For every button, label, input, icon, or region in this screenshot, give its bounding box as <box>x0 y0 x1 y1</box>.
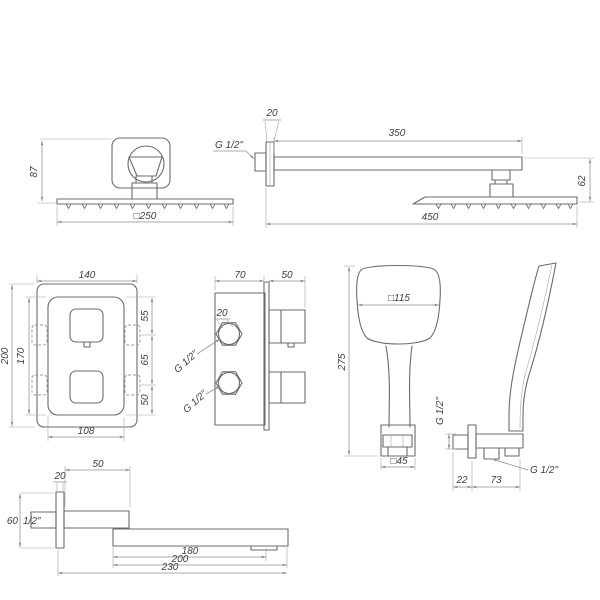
view-handshower-side-outlet: 22 73 G 1/2" G 1/2" <box>435 262 558 491</box>
dimension-spout-lengths: 180 200 230 <box>57 546 288 576</box>
part-handshower-side-blade <box>508 262 557 432</box>
dim-head-height-label: 87 <box>29 166 40 178</box>
view-shower-arm-side: G 1/2" 20 350 <box>213 108 594 228</box>
mixer-knob-top <box>69 308 104 343</box>
view-mixer-front: 140 200 170 108 55 <box>0 270 156 441</box>
thread-label-mixer-bottom: G 1/2" <box>181 385 221 416</box>
spout-thread-label: 1/2" <box>23 516 41 527</box>
spout-threaded-nipple <box>30 511 57 529</box>
part-head-side-plate <box>412 196 578 210</box>
part-handshower-holder <box>380 424 416 457</box>
dim-mixer-seg-bottom-label: 50 <box>140 394 151 406</box>
dimension-mixer-plate-height: 200 <box>0 283 35 428</box>
dim-arm-length-label: 350 <box>389 128 406 139</box>
dimension-arm-flange: 20 <box>263 108 281 142</box>
dim-outlet-offset-b-label: 73 <box>490 475 502 486</box>
dimension-head-height: 87 <box>29 138 112 204</box>
part-ceiling-bracket <box>111 137 171 200</box>
dimension-mixer-width: 140 <box>36 270 138 283</box>
view-spout-side: 50 20 60 1/2" 180 200 230 <box>7 459 289 576</box>
view-overhead-shower-front: 87 □250 <box>29 137 234 226</box>
part-handshower-head: □115 <box>356 265 441 345</box>
dim-arm-flange-label: 20 <box>265 108 278 119</box>
dimension-mixer-bottom-width: 108 <box>47 417 125 441</box>
dimension-spout-flange: 20 <box>53 471 67 491</box>
outlet-thread-hose-label: G 1/2" <box>530 465 558 476</box>
mixer-thread-bottom-label: G 1/2" <box>181 388 210 415</box>
part-mixer-plate <box>31 283 141 428</box>
hex-connector-bottom <box>215 371 243 395</box>
dim-handshower-head-width-label: □115 <box>388 293 410 304</box>
dim-handshower-height-label: 275 <box>337 353 348 371</box>
dimension-head-width: □250 <box>56 206 234 226</box>
thread-label-mixer-top: G 1/2" <box>172 338 221 376</box>
dimension-arm-overall: 450 <box>265 188 578 228</box>
dimension-spout-height: 60 1/2" <box>7 492 54 549</box>
part-mixer-body <box>214 281 306 431</box>
dimension-head-offset: 62 <box>524 157 594 203</box>
dim-mixer-handle-depth-label: 50 <box>281 270 293 281</box>
dim-spout-height-label: 60 <box>7 516 19 527</box>
dim-head-offset-label: 62 <box>577 175 588 187</box>
dim-mixer-seg-top-label: 55 <box>140 310 151 322</box>
dim-mixer-seg-mid-label: 65 <box>140 354 151 366</box>
dimension-spout-top-depth: 50 <box>64 459 131 507</box>
part-arm-wall-connector <box>254 141 275 187</box>
part-handshower-handle <box>385 345 413 428</box>
part-wall-outlet-elbow <box>452 424 524 460</box>
dim-mixer-bottom-width-label: 108 <box>78 426 95 437</box>
dim-mixer-plate-height-label: 200 <box>0 347 11 365</box>
mixer-thread-top-label: G 1/2" <box>172 348 201 375</box>
hex-connector-top <box>215 322 243 346</box>
mixer-knob-bottom <box>69 370 104 404</box>
dim-head-width-label: □250 <box>134 211 157 222</box>
dim-spout-len-mid-label: 200 <box>171 554 189 565</box>
view-mixer-side: 70 50 20 G 1/2" G 1/2" <box>172 270 306 431</box>
dim-outlet-offset-a-label: 22 <box>455 475 468 486</box>
part-shower-head-plate <box>56 198 234 210</box>
dimension-mixer-depths: 70 50 <box>214 270 306 308</box>
dim-spout-len-inner-label: 180 <box>182 546 199 557</box>
dim-mixer-inner-height-label: 170 <box>16 347 27 364</box>
dimension-outlet-offsets: 22 73 <box>452 452 521 491</box>
dimension-arm-length: 350 <box>273 128 523 154</box>
dim-spout-len-overall-label: 230 <box>161 562 179 573</box>
dim-arm-overall-label: 450 <box>422 212 439 223</box>
dim-hex-size-label: 20 <box>215 308 228 319</box>
dimension-mixer-segments: 55 65 50 <box>126 296 156 416</box>
dim-spout-flange-label: 20 <box>53 471 66 482</box>
thread-label-outlet-hose: G 1/2" <box>491 458 558 476</box>
thread-label-arm: G 1/2" <box>213 140 255 160</box>
arm-thread-label: G 1/2" <box>215 140 243 151</box>
dim-spout-top-depth-label: 50 <box>92 459 104 470</box>
view-handshower-front: □115 275 □45 <box>337 265 441 470</box>
dim-mixer-width-label: 140 <box>79 270 96 281</box>
thread-label-outlet-wall: G 1/2" <box>435 397 456 450</box>
dimension-hex-size: 20 <box>214 308 234 329</box>
part-spout-body <box>30 491 289 551</box>
part-shower-arm <box>273 156 523 198</box>
outlet-thread-wall-label: G 1/2" <box>435 397 446 425</box>
dimension-handshower-base: □45 <box>380 456 416 470</box>
dimension-mixer-inner-height: 170 <box>16 296 46 416</box>
dim-handshower-base-label: □45 <box>390 456 408 467</box>
dimension-handshower-height: 275 <box>337 265 379 457</box>
dim-mixer-body-depth-label: 70 <box>234 270 246 281</box>
